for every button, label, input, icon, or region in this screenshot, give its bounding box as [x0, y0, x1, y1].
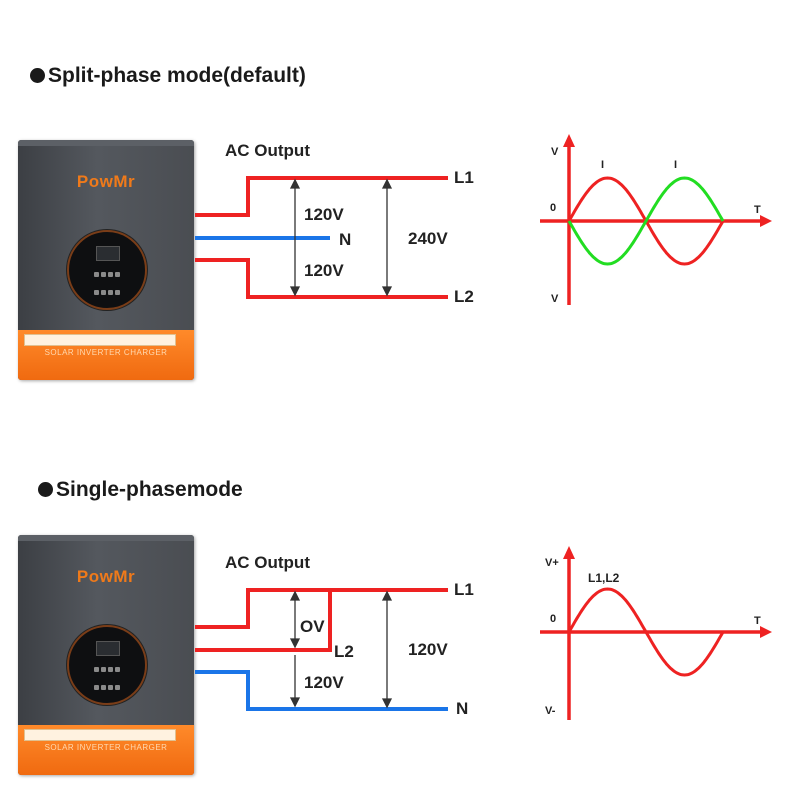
wire-l1 [195, 588, 448, 629]
inverter-device: PowMr SOLAR INVERTER CHARGER [18, 140, 194, 380]
y-axis-arrow-icon [563, 546, 575, 559]
lcd-screen [96, 246, 120, 261]
peak-label-2: I [674, 159, 678, 171]
section-title-single-phase: Single-phasemode [30, 478, 243, 502]
voltage-label-lower: 120V [304, 673, 344, 692]
inverter-base: SOLAR INVERTER CHARGER [18, 725, 194, 775]
ac-output-label: AC Output [225, 141, 310, 160]
wire-l2 [195, 590, 332, 652]
device-caption: SOLAR INVERTER CHARGER [44, 348, 168, 357]
bullet-icon [30, 68, 45, 83]
peak-label-1: I [601, 159, 605, 171]
wire-n [195, 670, 448, 711]
y-axis-label-bottom: V [551, 293, 559, 305]
origin-label: 0 [550, 613, 557, 625]
section-title-split-phase: Split-phase mode(default) [30, 64, 306, 88]
wave-l1-l2 [567, 587, 725, 677]
voltage-label-total: 120V [408, 640, 448, 659]
panel-buttons [93, 265, 123, 295]
brand-logo: PowMr [76, 172, 136, 191]
lcd-screen [96, 641, 120, 656]
caution-sticker [24, 334, 176, 346]
y-axis-label-bottom: V- [545, 705, 556, 717]
terminal-label-l1: L1 [454, 168, 474, 187]
inverter-base: SOLAR INVERTER CHARGER [18, 330, 194, 380]
terminal-label-n: N [456, 699, 469, 718]
panel-buttons [93, 660, 123, 690]
brand-logo: PowMr [76, 567, 136, 586]
y-axis-label-top: V [551, 146, 559, 158]
peak-label: L1,L2 [588, 571, 620, 585]
y-axis-arrow-icon [563, 134, 575, 147]
voltage-label-upper: OV [300, 617, 325, 636]
x-axis-label: T [754, 204, 761, 216]
bullet-icon [38, 482, 53, 497]
voltage-label-lower: 120V [304, 261, 344, 280]
voltage-label-upper: 120V [304, 205, 344, 224]
caution-sticker [24, 729, 176, 741]
inverter-device: PowMr SOLAR INVERTER CHARGER [18, 535, 194, 775]
x-axis-arrow-icon [760, 215, 772, 227]
terminal-label-n: N [339, 230, 352, 249]
voltage-label-total: 240V [408, 229, 448, 248]
wire-l1 [195, 176, 448, 217]
x-axis-label: T [754, 615, 761, 627]
terminal-label-l2: L2 [334, 642, 354, 661]
wire-l2 [195, 258, 448, 299]
origin-label: 0 [550, 202, 557, 214]
wave-l2 [567, 176, 725, 266]
y-axis-label-top: V+ [545, 557, 559, 569]
x-axis-arrow-icon [760, 626, 772, 638]
device-caption: SOLAR INVERTER CHARGER [44, 743, 168, 752]
control-panel [67, 230, 147, 310]
ac-output-label: AC Output [225, 553, 310, 572]
terminal-label-l1: L1 [454, 580, 474, 599]
terminal-label-l2: L2 [454, 287, 474, 306]
control-panel [67, 625, 147, 705]
